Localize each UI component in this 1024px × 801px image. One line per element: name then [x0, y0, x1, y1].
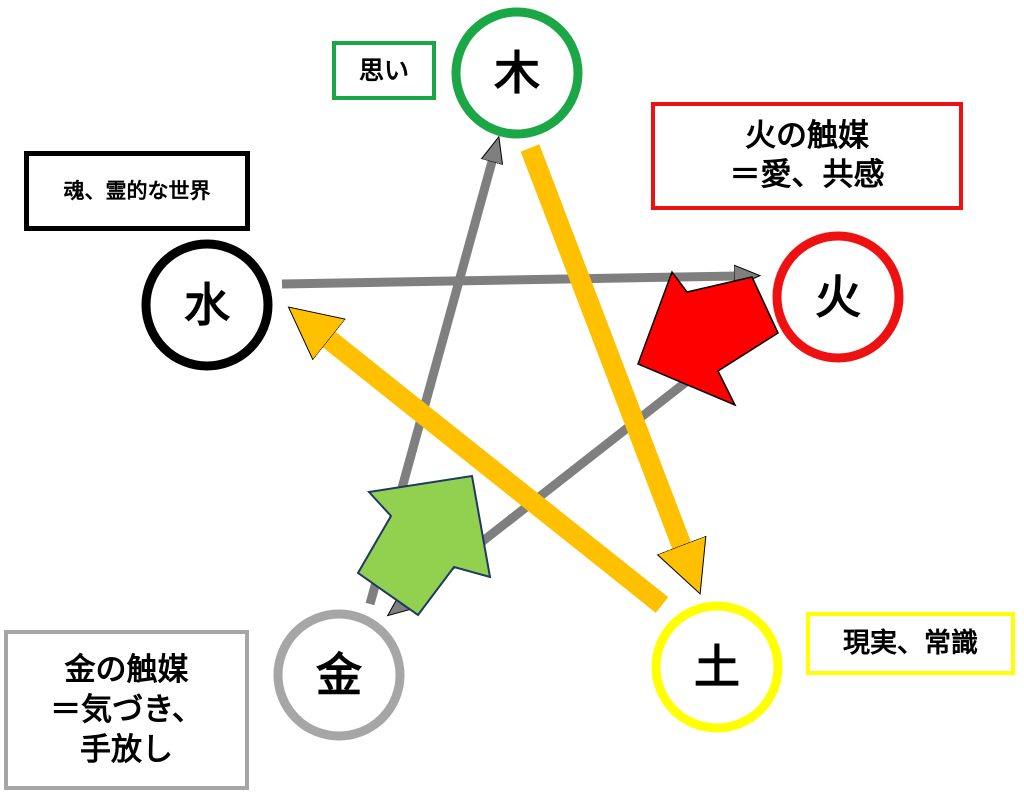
label-metal-catalyst-line-2: ＝気づき、: [50, 691, 203, 728]
node-earth-label: 土: [694, 640, 740, 694]
node-water: 水: [141, 239, 273, 371]
node-wood-circle: [451, 7, 583, 139]
node-fire-circle: [772, 231, 904, 363]
label-wood-line-1: 思い: [358, 55, 409, 85]
label-earth-line-1: 現実、常識: [843, 627, 978, 659]
label-earth: 現実、常識: [806, 612, 1015, 675]
label-water: 魂、霊的な世界: [24, 151, 250, 231]
green-block-arrow: [356, 474, 492, 617]
node-metal: 金: [273, 609, 405, 741]
label-metal-catalyst-line-3: 手放し: [80, 732, 173, 769]
label-wood: 思い: [332, 41, 436, 100]
node-wood-label: 木: [494, 46, 540, 100]
arrow-earth-to-water: [326, 337, 669, 613]
node-earth: 土: [651, 601, 783, 733]
arrow-water-to-fire: [281, 276, 738, 289]
red-block-arrow: [637, 270, 779, 407]
label-fire-catalyst-line-1: 火の触媒: [745, 118, 869, 155]
label-fire-catalyst: 火の触媒 ＝愛、共感: [651, 102, 963, 210]
node-water-circle: [141, 239, 273, 371]
label-fire-catalyst-line-2: ＝愛、共感: [729, 157, 885, 193]
node-metal-label: 金: [315, 648, 363, 702]
arrow-wood-to-earth: [520, 144, 683, 549]
label-metal-catalyst: 金の触媒 ＝気づき、 手放し: [4, 630, 249, 790]
node-earth-circle: [651, 601, 783, 733]
label-water-line-1: 魂、霊的な世界: [63, 178, 211, 203]
node-metal-circle: [273, 609, 405, 741]
node-fire: 火: [772, 231, 904, 363]
node-fire-label: 火: [815, 270, 861, 324]
node-water-label: 水: [184, 278, 231, 332]
node-wood: 木: [451, 7, 583, 139]
label-metal-catalyst-line-1: 金の触媒: [64, 651, 189, 688]
